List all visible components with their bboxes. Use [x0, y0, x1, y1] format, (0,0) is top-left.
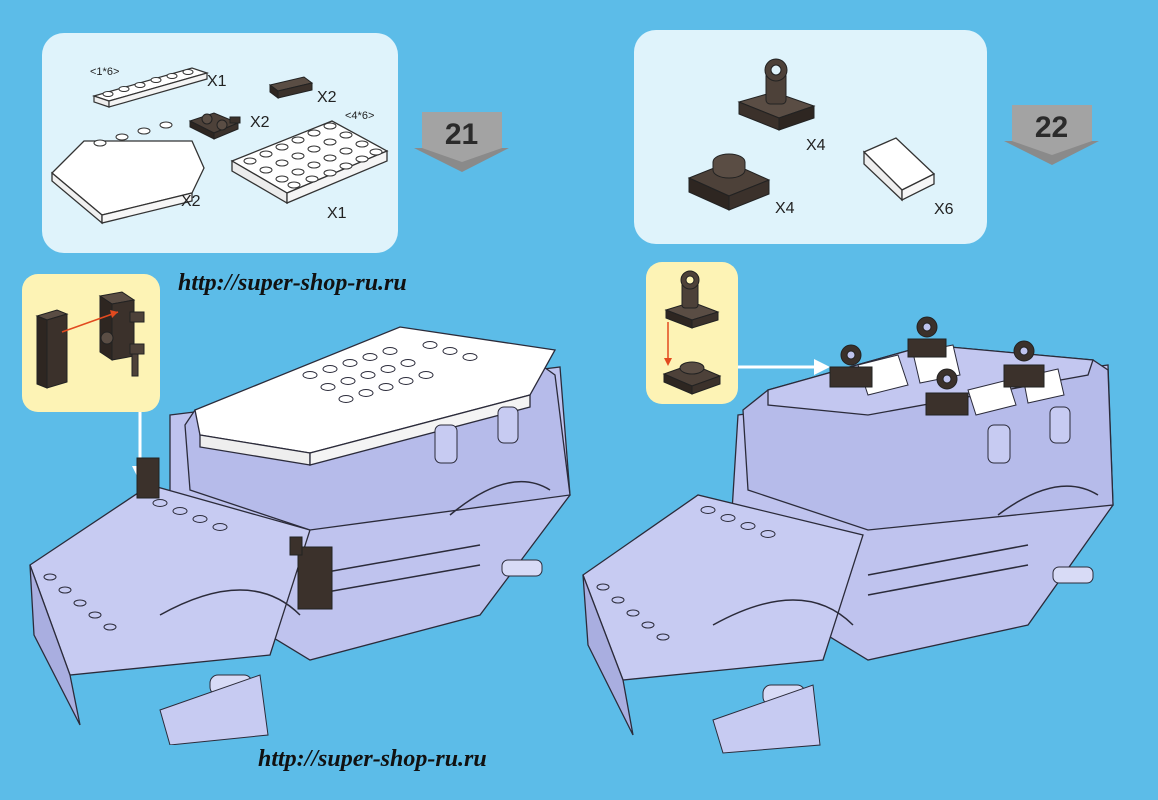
tile-1x2-dark-icon: [268, 76, 314, 99]
part-dim-label: <4*6>: [345, 110, 375, 122]
clip-brick-dark-icon: [664, 270, 720, 329]
clip-plate-dark-icon: [188, 112, 241, 140]
step-marker-22: 22: [1004, 103, 1099, 165]
plate-4x6-white-icon: [230, 120, 389, 205]
parts-drawing-step-22: [687, 58, 936, 211]
step-number: 22: [1034, 111, 1069, 144]
vehicle-model-step-22: [582, 316, 1114, 754]
part-qty-label: X2: [317, 89, 337, 106]
part-qty-label: X4: [806, 137, 826, 154]
part-qty-label: X2: [250, 114, 270, 131]
part-qty-label: X6: [934, 201, 954, 218]
slope-white-icon: [862, 137, 936, 202]
part-qty-label: X1: [207, 73, 227, 90]
part-qty-label: X2: [181, 193, 201, 210]
detail-drawing-step-21: [35, 291, 145, 389]
clip-brick-dark-icon: [737, 58, 816, 131]
watermark-url-top[interactable]: http://super-shop-ru.ru: [178, 270, 407, 296]
down-arrow-icon: [414, 112, 509, 172]
plate-2x2-dark-icon: [662, 361, 722, 395]
plate-2x2-dark-icon: [687, 153, 771, 211]
clip-plate-vertical-dark-icon: [98, 291, 145, 377]
down-arrow-icon: [1004, 105, 1099, 165]
slope-curved-white-icon: [51, 121, 205, 225]
plate-1x6-icon: [91, 67, 210, 108]
watermark-url-bottom[interactable]: http://super-shop-ru.ru: [258, 746, 487, 772]
step-number: 21: [444, 118, 479, 151]
part-qty-label: X4: [775, 200, 795, 217]
tile-vertical-dark-icon: [35, 309, 69, 389]
parts-drawing-step-21: [51, 67, 389, 225]
step-marker-21: 21: [414, 110, 509, 172]
part-qty-label: X1: [327, 205, 347, 222]
part-dim-label: <1*6>: [90, 66, 120, 78]
vehicle-model-step-21: [29, 326, 571, 745]
parts-panel-step-22: [634, 30, 987, 244]
detail-drawing-step-22: [662, 270, 722, 395]
